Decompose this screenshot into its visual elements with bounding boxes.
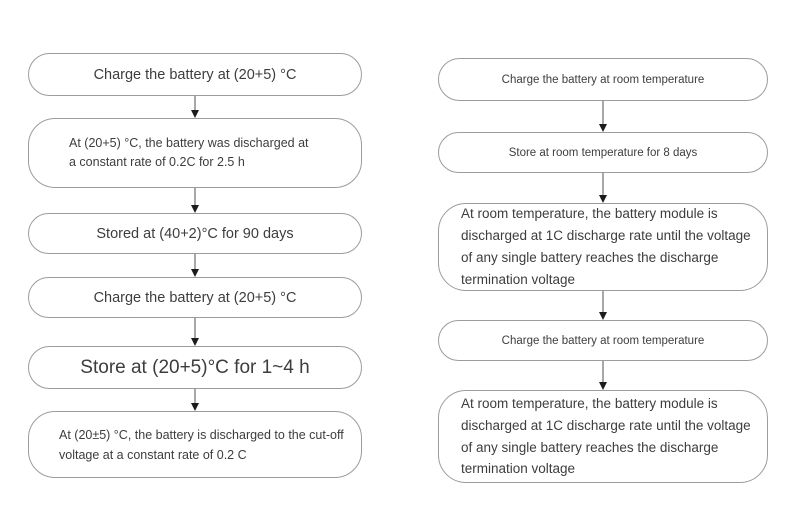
step-text: Charge the battery at room temperature: [501, 73, 705, 86]
arrow-shaft: [194, 318, 196, 338]
step-text: At (20+5) °C, the battery was discharged…: [69, 135, 309, 169]
arrow-shaft: [194, 188, 196, 205]
step-text: Charge the battery at (20+5) °C: [93, 66, 297, 83]
arrow-shaft: [602, 101, 604, 124]
step-text: Store at (20+5)°C for 1~4 h: [80, 356, 310, 378]
flow-node: Charge the battery at room temperature: [438, 320, 768, 361]
arrow-head-icon: [191, 110, 199, 118]
arrow-head-icon: [599, 382, 607, 390]
down-arrow-icon: [599, 291, 607, 320]
arrow-head-icon: [191, 269, 199, 277]
down-arrow-icon: [191, 318, 199, 346]
arrow-shaft: [602, 173, 604, 195]
arrow-head-icon: [599, 124, 607, 132]
down-arrow-icon: [599, 173, 607, 203]
down-arrow-icon: [191, 96, 199, 118]
down-arrow-icon: [599, 101, 607, 132]
step-text: At room temperature, the battery module …: [461, 206, 751, 287]
flow-node: Charge the battery at (20+5) °C: [28, 53, 362, 96]
step-text: Charge the battery at room temperature: [501, 334, 705, 347]
flow-node: At (20±5) °C, the battery is discharged …: [28, 411, 362, 478]
step-text: Store at room temperature for 8 days: [508, 146, 698, 159]
flow-node: Stored at (40+2)°C for 90 days: [28, 213, 362, 254]
flowchart-left-column: Charge the battery at (20+5) °C At (20+5…: [28, 53, 362, 478]
arrow-shaft: [194, 389, 196, 403]
down-arrow-icon: [599, 361, 607, 390]
down-arrow-icon: [191, 188, 199, 213]
flow-node: Charge the battery at room temperature: [438, 58, 768, 101]
flow-node: Charge the battery at (20+5) °C: [28, 277, 362, 318]
step-text: Charge the battery at (20+5) °C: [93, 289, 297, 306]
arrow-head-icon: [191, 205, 199, 213]
flow-node: Store at room temperature for 8 days: [438, 132, 768, 173]
arrow-shaft: [602, 291, 604, 312]
flow-node: At room temperature, the battery module …: [438, 390, 768, 483]
flow-node: Store at (20+5)°C for 1~4 h: [28, 346, 362, 389]
arrow-head-icon: [191, 338, 199, 346]
step-text: At (20±5) °C, the battery is discharged …: [59, 427, 344, 462]
step-text: Stored at (40+2)°C for 90 days: [96, 225, 294, 242]
flowchart-right-column: Charge the battery at room temperature S…: [438, 58, 768, 483]
step-text: At room temperature, the battery module …: [461, 395, 751, 477]
down-arrow-icon: [191, 254, 199, 277]
arrow-shaft: [194, 96, 196, 110]
flow-node: At (20+5) °C, the battery was discharged…: [28, 118, 362, 188]
arrow-head-icon: [599, 312, 607, 320]
flow-node: At room temperature, the battery module …: [438, 203, 768, 291]
down-arrow-icon: [191, 389, 199, 411]
arrow-shaft: [194, 254, 196, 269]
arrow-shaft: [602, 361, 604, 382]
arrow-head-icon: [599, 195, 607, 203]
arrow-head-icon: [191, 403, 199, 411]
